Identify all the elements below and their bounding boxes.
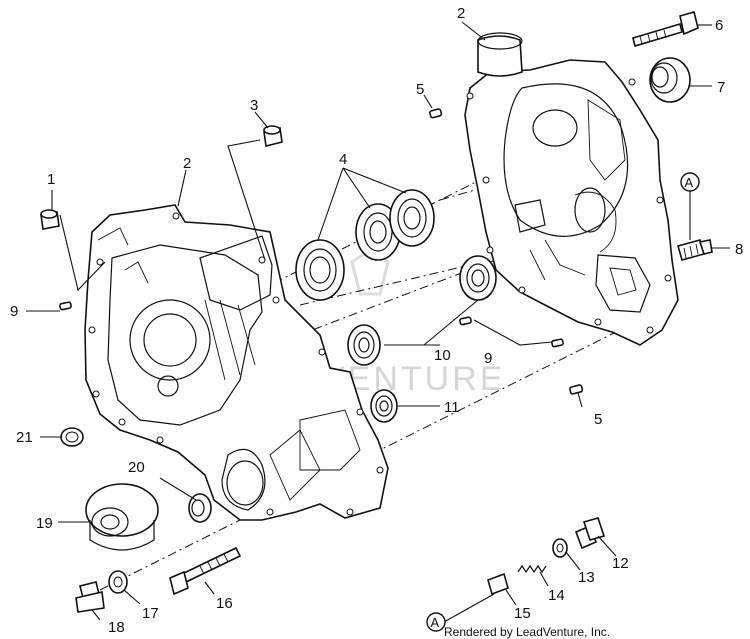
callout-21: 21: [16, 429, 33, 446]
part-3-bushing: [263, 125, 283, 147]
credit-text: Rendered by LeadVenture, Inc.: [444, 625, 610, 639]
callout-6: 6: [715, 17, 723, 34]
part-5-pin-top: [429, 108, 443, 119]
callout-8: 8: [735, 241, 743, 258]
part-19-pulley: [85, 483, 159, 551]
callout-1: 1: [47, 171, 55, 188]
part-5-pin-bottom: [569, 384, 584, 395]
part-12-bolt: [574, 517, 606, 550]
callout-labels: 1 2 2 3 4 5 5 6 7 8 9 9 10 11 12 13 14 1…: [10, 5, 743, 636]
part-14-spring: [517, 564, 547, 574]
part-8-fitting: [677, 239, 713, 261]
part-7-seal: [649, 57, 691, 103]
callout-20: 20: [128, 459, 145, 476]
part-11-bearing: [370, 389, 398, 423]
callout-14: 14: [548, 587, 565, 604]
part-20-seal: [188, 493, 212, 523]
part-9-pin-left: [59, 301, 72, 311]
callout-4: 4: [339, 151, 347, 168]
callout-18: 18: [108, 619, 125, 636]
callout-9-left: 9: [10, 303, 18, 320]
part-9-bearing: [459, 255, 497, 301]
right-crankcase-half: [464, 32, 679, 346]
part-18-plug: [75, 581, 105, 613]
callout-9-right: 9: [484, 350, 492, 367]
leader-lines: [26, 21, 730, 623]
callout-5-bottom: 5: [594, 411, 602, 428]
parts: [40, 11, 713, 613]
callout-16: 16: [216, 595, 233, 612]
part-15-plunger: [487, 572, 509, 596]
callout-2-left: 2: [183, 155, 191, 172]
part-10-bearing: [347, 324, 381, 366]
callout-17: 17: [142, 605, 159, 622]
part-1-bushing: [40, 209, 60, 230]
part-16-bolt: [169, 546, 242, 596]
callout-3: 3: [250, 97, 258, 114]
callout-5-top: 5: [416, 81, 424, 98]
part-6-bolt: [632, 11, 699, 48]
callout-13: 13: [578, 569, 595, 586]
callout-19: 19: [36, 515, 53, 532]
reference-mark-a-top: A: [680, 172, 700, 192]
part-9-pin-mid: [459, 316, 472, 326]
svg-text:A: A: [685, 175, 694, 190]
svg-text:A: A: [431, 615, 440, 630]
left-crankcase-half: [84, 204, 389, 521]
callout-7: 7: [717, 79, 725, 96]
callout-10: 10: [434, 347, 451, 364]
part-4-bearings: [295, 189, 435, 301]
callout-15: 15: [514, 605, 531, 622]
callout-11: 11: [444, 399, 460, 416]
callout-12: 12: [612, 555, 629, 572]
part-9-pin-right: [551, 338, 564, 348]
callout-2-right: 2: [457, 5, 465, 22]
reference-mark-a-bottom: A: [426, 612, 446, 632]
